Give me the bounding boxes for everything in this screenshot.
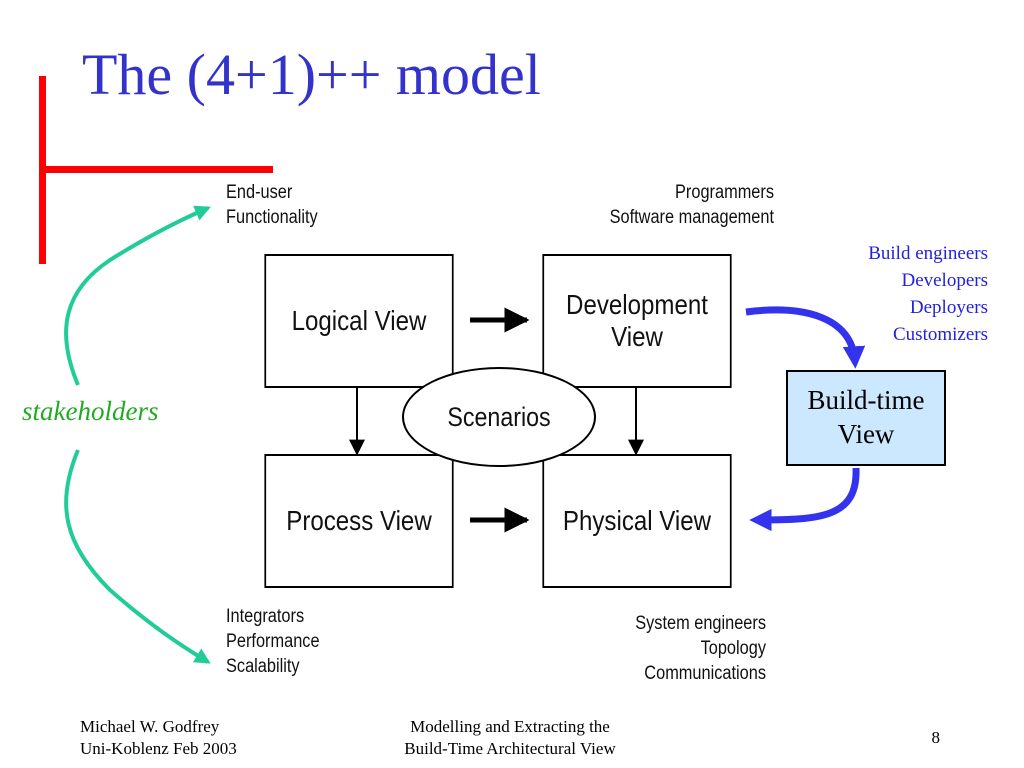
label-communications: Communications	[644, 663, 766, 684]
build-role-item: Deployers	[909, 297, 988, 318]
arrow-stakeholders-top	[64, 205, 211, 386]
build-role-item: Developers	[901, 270, 988, 291]
label-top-left: End-user Functionality	[226, 180, 318, 230]
label-software-management: Software management	[609, 207, 774, 228]
development-view-label-line1: Development	[566, 288, 708, 320]
process-view-label: Process View	[286, 504, 432, 536]
build-role-item: Build engineers	[868, 243, 988, 264]
scenarios-label: Scenarios	[447, 401, 551, 432]
build-time-view-label-line2: View	[837, 419, 895, 449]
accent-bar-horizontal	[39, 166, 273, 173]
label-programmers: Programmers	[675, 182, 774, 203]
label-top-right: Programmers Software management	[573, 180, 774, 230]
build-roles-list: Build engineers Developers Deployers Cus…	[800, 240, 988, 348]
label-system-engineers: System engineers	[635, 613, 766, 634]
build-time-view-box: Build-time View	[786, 370, 946, 466]
stakeholders-label: stakeholders	[22, 396, 159, 426]
logical-view-box: Logical View	[264, 254, 454, 388]
label-bottom-left: Integrators Performance Scalability	[226, 604, 320, 679]
development-view-box: Development View	[542, 254, 732, 388]
logical-view-label: Logical View	[291, 304, 427, 336]
arrow-stakeholders-bottom	[64, 449, 211, 664]
footer-venue: Uni-Koblenz Feb 2003	[80, 739, 237, 758]
build-role-item: Customizers	[893, 324, 988, 345]
label-topology: Topology	[700, 638, 766, 659]
scenarios-ellipse: Scenarios	[402, 367, 596, 467]
footer-talk-line2: Build-Time Architectural View	[404, 739, 616, 758]
footer-author: Michael W. Godfrey	[80, 717, 220, 736]
label-functionality: Functionality	[226, 207, 318, 228]
development-view-label-line2: View	[611, 321, 663, 352]
footer-talk-line1: Modelling and Extracting the	[410, 717, 610, 736]
physical-view-label: Physical View	[562, 504, 712, 536]
label-integrators: Integrators	[226, 606, 305, 627]
process-view-box: Process View	[264, 454, 454, 588]
footer-center: Modelling and Extracting the Build-Time …	[350, 716, 670, 760]
physical-view-box: Physical View	[542, 454, 732, 588]
label-bottom-right: System engineers Topology Communications	[563, 611, 766, 686]
footer-left: Michael W. Godfrey Uni-Koblenz Feb 2003	[80, 716, 237, 760]
label-performance: Performance	[226, 631, 320, 652]
build-time-view-label-line1: Build-time	[807, 385, 925, 416]
slide-title: The (4+1)++ model	[82, 42, 541, 107]
label-end-user: End-user	[226, 182, 293, 203]
arrow-buildtime-to-physical	[749, 467, 860, 532]
arrow-development-to-buildtime	[745, 306, 866, 369]
page-number: 8	[931, 728, 941, 747]
label-scalability: Scalability	[226, 656, 300, 677]
